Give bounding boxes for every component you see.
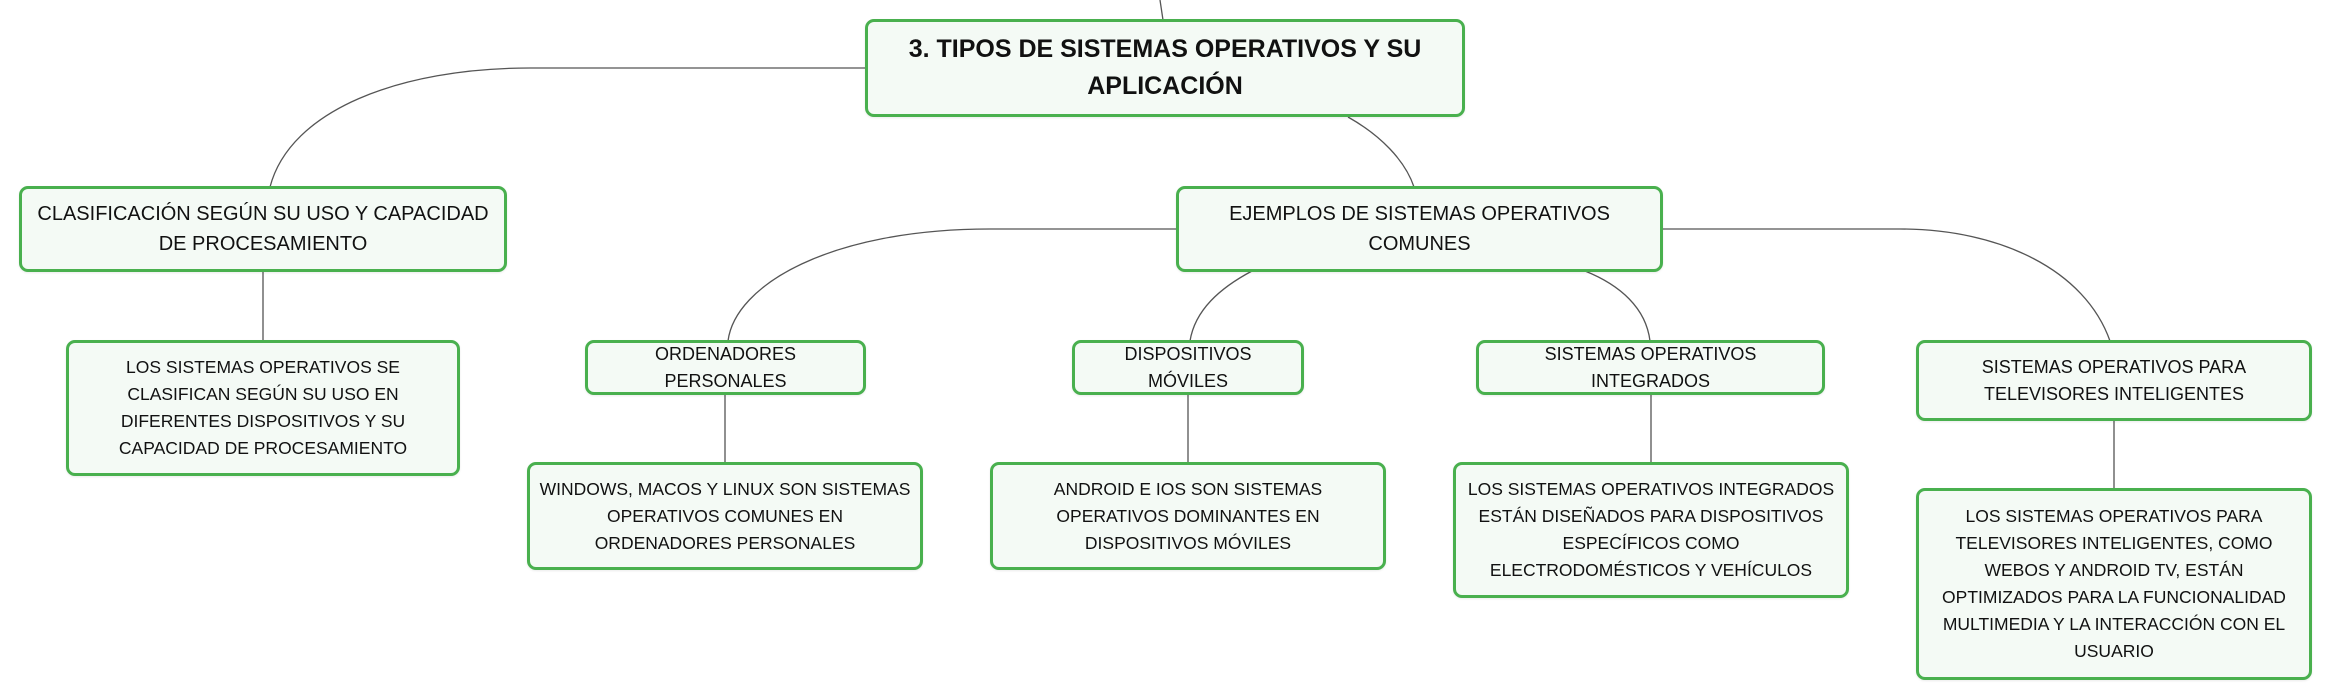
connector-examples-to-embedded [1584, 270, 1651, 342]
topic-classification[interactable]: CLASIFICACIÓN SEGÚN SU USO Y CAPACIDAD D… [19, 186, 507, 272]
root-topic[interactable]: 3. TIPOS DE SISTEMAS OPERATIVOS Y SU APL… [865, 19, 1465, 117]
detail-mobile-devices[interactable]: ANDROID E IOS SON SISTEMAS OPERATIVOS DO… [990, 462, 1386, 570]
topic-personal-computers-label: ORDENADORES PERSONALES [654, 343, 797, 391]
detail-smart-tv-label: LOS SISTEMAS OPERATIVOS PARA TELEVISORES… [1942, 506, 2286, 661]
topic-classification-label: CLASIFICACIÓN SEGÚN SU USO Y CAPACIDAD D… [37, 203, 489, 255]
root-topic-label: 3. TIPOS DE SISTEMAS OPERATIVOS Y SU APL… [908, 35, 1422, 100]
topic-embedded-systems[interactable]: SISTEMAS OPERATIVOS INTEGRADOS [1476, 340, 1825, 395]
connector-examples-to-tv [1662, 228, 2111, 342]
detail-classification-label: LOS SISTEMAS OPERATIVOS SE CLASIFICAN SE… [118, 357, 408, 458]
detail-mobile-devices-label: ANDROID E IOS SON SISTEMAS OPERATIVOS DO… [1053, 478, 1323, 553]
connector-examples-to-personal [727, 228, 1178, 342]
detail-personal-computers-label: WINDOWS, MACOS Y LINUX SON SISTEMAS OPER… [539, 478, 911, 553]
detail-embedded-systems-label: LOS SISTEMAS OPERATIVOS INTEGRADOS ESTÁN… [1467, 479, 1835, 580]
detail-embedded-systems[interactable]: LOS SISTEMAS OPERATIVOS INTEGRADOS ESTÁN… [1453, 462, 1849, 598]
topic-smart-tv[interactable]: SISTEMAS OPERATIVOS PARA TELEVISORES INT… [1916, 340, 2312, 421]
detail-personal-computers[interactable]: WINDOWS, MACOS Y LINUX SON SISTEMAS OPER… [527, 462, 923, 570]
connector-root-to-classification [269, 67, 867, 188]
topic-mobile-devices-label: DISPOSITIVOS MÓVILES [1124, 343, 1252, 391]
detail-smart-tv[interactable]: LOS SISTEMAS OPERATIVOS PARA TELEVISORES… [1916, 488, 2312, 680]
topic-smart-tv-label: SISTEMAS OPERATIVOS PARA TELEVISORES INT… [1981, 356, 2247, 404]
topic-examples[interactable]: EJEMPLOS DE SISTEMAS OPERATIVOS COMUNES [1176, 186, 1663, 272]
connector-root-parent [1159, 0, 1164, 21]
topic-examples-label: EJEMPLOS DE SISTEMAS OPERATIVOS COMUNES [1229, 203, 1610, 255]
topic-mobile-devices[interactable]: DISPOSITIVOS MÓVILES [1072, 340, 1304, 395]
topic-personal-computers[interactable]: ORDENADORES PERSONALES [585, 340, 866, 395]
connector-examples-to-mobile [1189, 270, 1253, 342]
connector-root-to-examples [1347, 116, 1415, 188]
topic-embedded-systems-label: SISTEMAS OPERATIVOS INTEGRADOS [1544, 343, 1757, 391]
detail-classification[interactable]: LOS SISTEMAS OPERATIVOS SE CLASIFICAN SE… [66, 340, 460, 476]
